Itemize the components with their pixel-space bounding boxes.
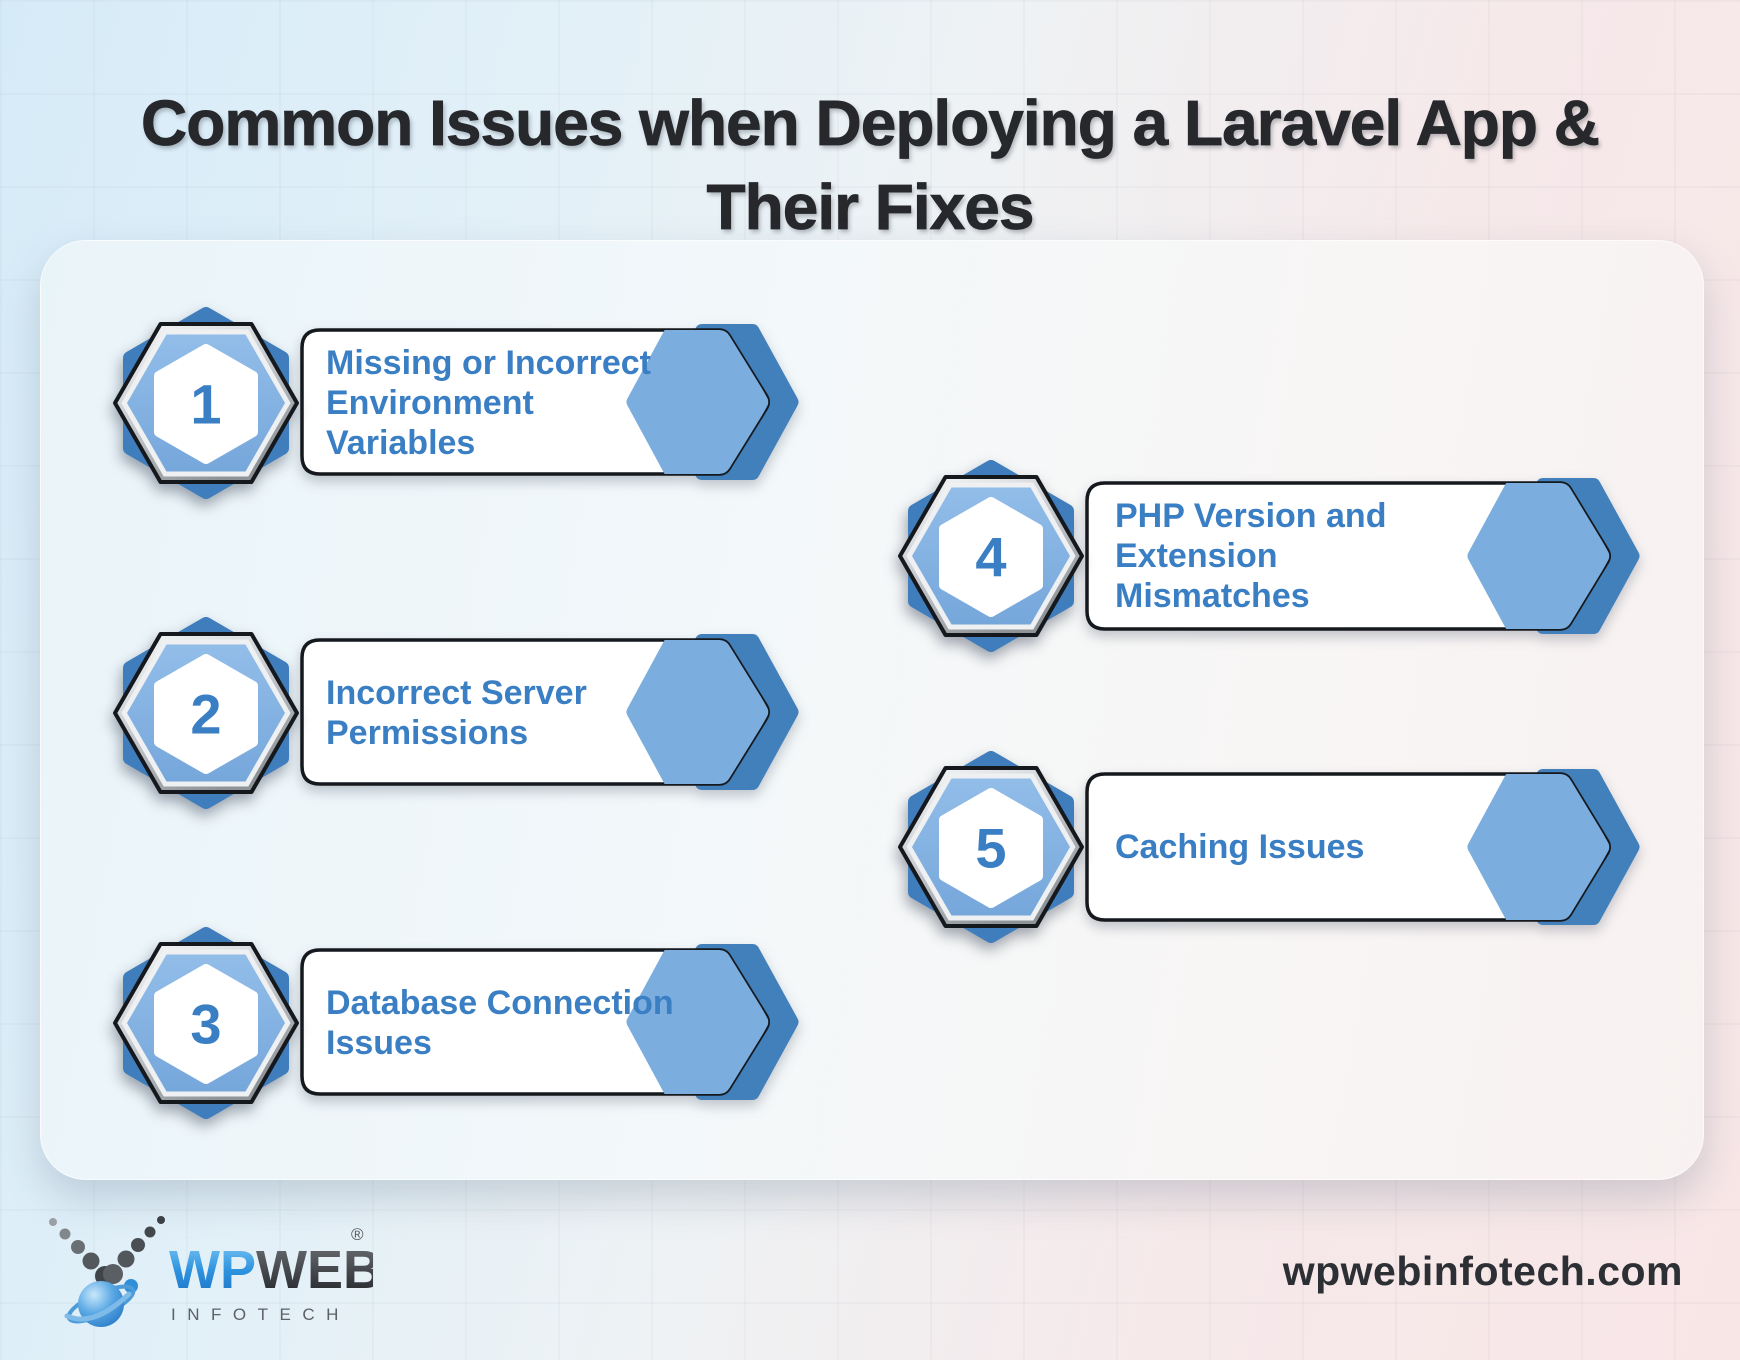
registered-mark: ® <box>351 1225 364 1244</box>
content-card <box>40 240 1704 1180</box>
wpweb-infotech-logo: WPWEB ® INFOTECH <box>49 1216 373 1327</box>
page-title: Common Issues when Deploying a Laravel A… <box>0 81 1740 249</box>
page-title-line2: Their Fixes <box>706 170 1035 243</box>
website-url: wpwebinfotech.com <box>1282 1248 1683 1294</box>
logo-subtitle: INFOTECH <box>171 1305 350 1324</box>
logo-wordmark: WPWEB <box>169 1240 373 1300</box>
logo-dots-v-icon <box>49 1216 165 1327</box>
page-title-line1: Common Issues when Deploying a Laravel A… <box>141 86 1601 159</box>
